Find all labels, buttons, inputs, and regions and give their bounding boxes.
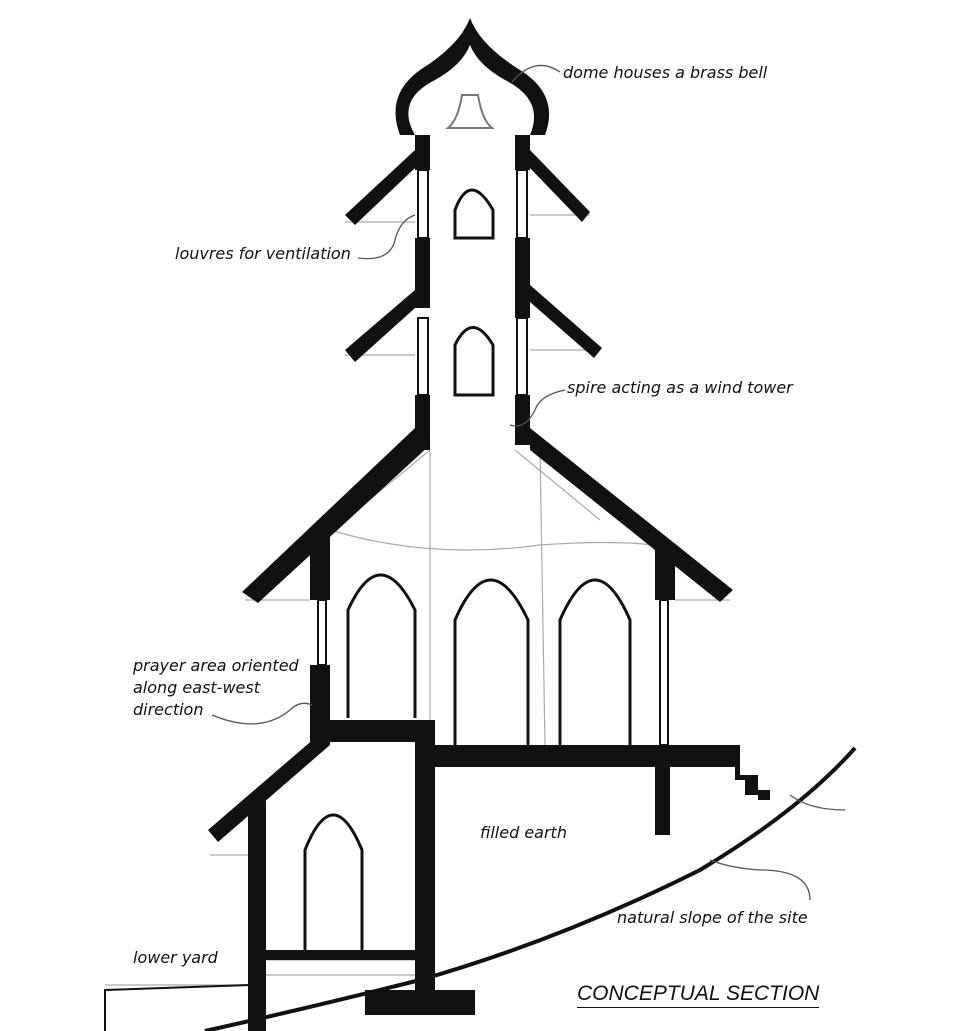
label-prayer-line3: direction [133,700,204,719]
label-spire: spire acting as a wind tower [567,378,793,397]
leader-lines [211,64,846,901]
label-dome: dome houses a brass bell [563,63,768,82]
drawing-title: CONCEPTUAL SECTION [577,982,820,1008]
label-filled-earth: filled earth [480,823,567,842]
structure [208,18,770,1031]
arches [303,188,632,950]
pencil-lines [105,214,730,986]
label-prayer-line1: prayer area oriented [133,656,299,675]
dome [395,18,550,135]
label-prayer-line2: along east-west [133,678,260,697]
label-louvres: louvres for ventilation [175,244,351,263]
label-slope: natural slope of the site [617,908,808,927]
ground-slope-line [204,746,857,1031]
label-lower-yard: lower yard [133,948,218,967]
bell-icon [445,94,495,129]
lower-yard-ground [104,984,251,1031]
